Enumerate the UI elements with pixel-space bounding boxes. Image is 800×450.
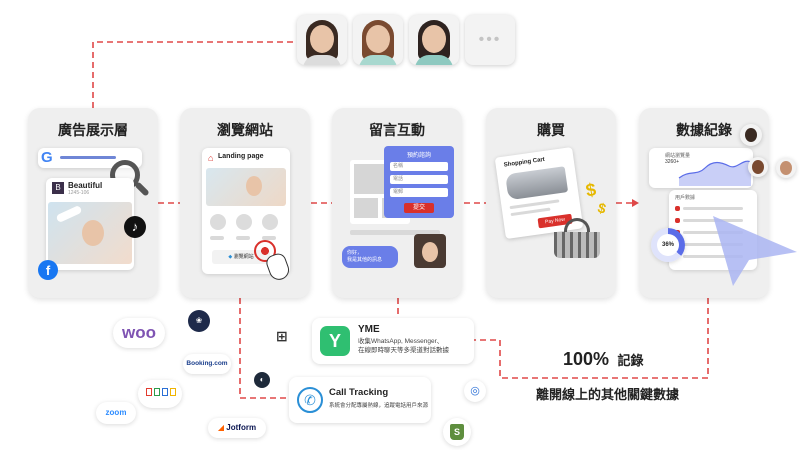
google-icon: G [41, 149, 53, 166]
stage-title: 數據紀錄 [676, 122, 732, 138]
line-browse-to-call [239, 298, 287, 399]
magnifier-handle [134, 181, 150, 197]
stage-title: 廣告展示層 [58, 122, 128, 138]
cart-title: Shopping Cart [503, 156, 546, 169]
call-tracking-card[interactable]: ✆ Call Tracking 系統會分配專屬熱線，追蹤電話用戶來源 [289, 377, 431, 423]
traffic-line-chart [678, 160, 752, 186]
dark-circle-logo: ◐ [254, 372, 270, 388]
stage-title: 留言互動 [369, 122, 425, 138]
record-percent: 100% [563, 349, 610, 369]
cube-icon: ◆ [228, 254, 233, 260]
chat-bubble: 你好， 我是其他的訊息 [342, 246, 398, 268]
form-field-phone[interactable]: 電話 [390, 175, 448, 184]
zoho-logo [138, 380, 182, 408]
grid-app-icon: ⊞ [276, 328, 288, 344]
more-avatars-button[interactable]: ••• [465, 15, 515, 65]
landing-title: Landing page [218, 153, 264, 160]
product-photo [505, 166, 569, 201]
stat-label: 網站瀏覽量 [665, 153, 691, 159]
chat-user-photo [414, 234, 446, 268]
jotform-icon: ◢ [217, 423, 225, 432]
partner-logo-circle: ❀ [188, 310, 210, 332]
calendly-logo: ◎ [464, 380, 486, 402]
zoom-logo: zoom [96, 402, 136, 424]
yme-title: YME [358, 324, 380, 335]
dollar-icon: $ [596, 199, 608, 217]
stage-ad-display: 廣告展示層 G B Beautiful 1245-106 ♪ f [28, 108, 158, 298]
stage-comment-interaction: 留言互動 預約諮詢 名稱 電話 電郵 提交 你好， 我是其他的訊息 [332, 108, 462, 298]
shopify-logo: S [443, 418, 471, 446]
ad-photo [48, 202, 132, 264]
yme-card[interactable]: Y YME 收集WhatsApp, Messenger、 在線即時聊天等多渠道對… [312, 318, 474, 364]
customer-avatar-1 [297, 15, 347, 65]
line-avatars-to-ads [92, 41, 295, 108]
jotform-label: Jotform [226, 423, 257, 432]
call-tracking-description: 系統會分配專屬熱線，追蹤電話用戶來源 [329, 403, 429, 409]
record-label: 記錄 [617, 353, 644, 368]
yme-description: 收集WhatsApp, Messenger、 在線即時聊天等多渠道對話數據 [358, 338, 449, 354]
call-tracking-title: Call Tracking [329, 387, 389, 398]
stage-data-record: 數據紀錄 網站瀏覽量 3260+ 用戶數據 36% [639, 108, 797, 298]
stage-title: 購買 [537, 122, 565, 138]
stat-value: 3260+ [665, 159, 680, 165]
facebook-icon: f [38, 260, 58, 280]
brand-sub: 1245-106 [68, 190, 90, 196]
home-icon: ⌂ [208, 153, 214, 163]
booking-logo: Booking.com [183, 354, 231, 374]
ad-post-card: B Beautiful 1245-106 [46, 178, 134, 270]
form-field-email[interactable]: 電郵 [390, 188, 448, 197]
yme-icon: Y [320, 326, 350, 356]
browse-button-label: 瀏覽網站 [233, 254, 254, 260]
data-user-avatar-3 [776, 158, 796, 178]
customer-avatar-2 [353, 15, 403, 65]
jotform-logo: ◢ Jotform [208, 418, 266, 438]
form-submit-button[interactable]: 提交 [404, 203, 434, 213]
line-tools-to-record [430, 292, 709, 379]
traffic-chart-card: 網站瀏覽量 3260+ [649, 148, 753, 188]
more-label: ••• [478, 31, 502, 48]
data-user-avatar-1 [740, 124, 762, 146]
data-user-avatar-2 [748, 157, 768, 177]
customer-avatar-3 [409, 15, 459, 65]
arrow-to-data [632, 199, 639, 207]
woocommerce-logo: woo [113, 318, 165, 348]
percent-value: 36% [657, 234, 679, 256]
form-field-name[interactable]: 名稱 [390, 162, 448, 171]
dollar-icon: $ [584, 179, 598, 201]
tiktok-icon: ♪ [124, 216, 146, 238]
table-title: 用戶數據 [675, 195, 696, 201]
brand-name: Beautiful [68, 181, 103, 190]
landing-photo [206, 168, 286, 206]
stage-title: 瀏覽網站 [217, 122, 273, 138]
percent-donut: 36% [651, 228, 685, 262]
form-title: 預約諮詢 [406, 153, 431, 159]
shopping-basket-icon [554, 218, 600, 258]
phone-icon: ✆ [297, 387, 323, 413]
stage-browse-website: 瀏覽網站 ⌂ Landing page ◆ 瀏覽網站 [180, 108, 310, 298]
record-headline: 100% 記錄 [563, 349, 644, 370]
booking-form: 預約諮詢 名稱 電話 電郵 提交 [384, 146, 454, 218]
record-subtitle: 離開線上的其他關鍵數據 [536, 387, 680, 402]
send-arrow-icon [713, 216, 797, 286]
brand-logo: B [52, 182, 64, 194]
stage-purchase: 購買 Shopping Cart Pay Now $ $ [486, 108, 616, 298]
